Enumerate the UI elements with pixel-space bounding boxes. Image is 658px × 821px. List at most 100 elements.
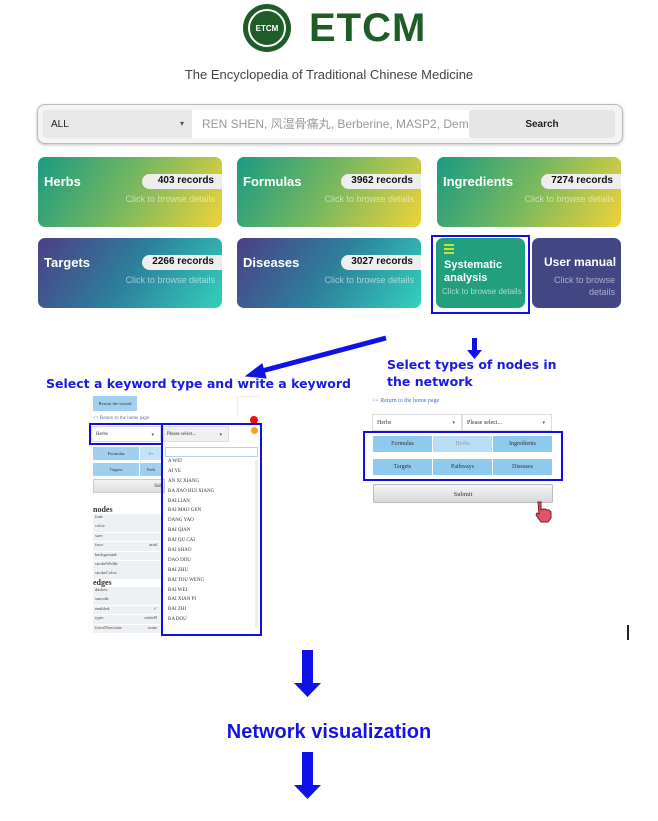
card-ingredients[interactable]: Ingredients 7274 records Click to browse… <box>437 157 621 227</box>
submit-button[interactable]: Sub <box>93 479 165 493</box>
dropdown-option[interactable]: BAI QIAN <box>168 528 191 534</box>
property-row: font: <box>93 514 161 523</box>
node-type-tab[interactable]: He <box>140 447 162 460</box>
dropdown-option[interactable]: BAI LIAN <box>168 498 190 504</box>
arrow-down-1-head-icon <box>294 683 321 697</box>
arrow-down-small-icon <box>472 338 477 351</box>
node-type-tab[interactable]: Formulas <box>93 447 139 460</box>
logo-title: ETCM <box>309 6 427 50</box>
property-value[interactable]: cubicB <box>144 615 157 621</box>
dropdown-option[interactable]: AI YE <box>168 468 182 474</box>
highlight-frame <box>161 423 262 636</box>
node-type-toggle[interactable]: Targets <box>373 459 432 475</box>
menu-icon <box>444 244 454 256</box>
property-row: type: cubicB <box>93 615 161 624</box>
dropdown-option[interactable]: BAI QU CAI <box>168 538 195 544</box>
chevron-down-icon: ▾ <box>452 421 455 426</box>
property-label: strokeWidth: <box>95 561 119 566</box>
logo-badge: ETCM <box>248 9 286 47</box>
property-label: size: <box>95 532 104 538</box>
return-home-link[interactable]: << Return to the home page <box>93 416 150 421</box>
card-title: Herbs <box>44 174 81 189</box>
dropdown-search-input[interactable] <box>165 447 258 457</box>
node-type-toggle[interactable]: Herbs <box>433 436 492 452</box>
dropdown-option[interactable]: BAI ZHU <box>168 567 189 573</box>
dropdown-option[interactable]: A WEI <box>168 459 182 464</box>
card-title: Targets <box>44 255 90 270</box>
text-cursor <box>627 625 629 640</box>
node-type-toggle[interactable]: Pathways <box>433 459 492 475</box>
property-value[interactable]: arial <box>149 542 157 548</box>
dropdown-option[interactable]: BAI SHAO <box>168 548 192 554</box>
property-label: type: <box>95 615 104 621</box>
property-label: face: <box>95 542 104 548</box>
property-value[interactable]: none <box>148 624 157 630</box>
hand-pointer-icon <box>535 501 552 523</box>
restart-wizard-button[interactable]: Restart the wizard <box>93 396 137 411</box>
network-node[interactable] <box>250 416 258 424</box>
property-label: background: <box>95 551 118 557</box>
property-row: strokeColor: <box>93 570 161 579</box>
nodes-heading: nodes <box>93 505 113 514</box>
node-type-toggle[interactable]: Formulas <box>373 436 432 452</box>
dropdown-option[interactable]: BAI WEI <box>168 587 188 593</box>
property-label: forceDirection: <box>95 624 123 630</box>
chevron-down-icon: ▾ <box>219 433 222 438</box>
search-category-select[interactable]: ALL▾ <box>43 110 192 138</box>
node-type-toggle[interactable]: Diseases <box>493 459 552 475</box>
property-label: enabled: <box>95 605 111 611</box>
property-row: smooth: <box>93 596 161 605</box>
keyword-type-select[interactable]: Herbs▾ <box>372 414 462 431</box>
property-row: color: <box>93 523 161 532</box>
property-value[interactable]: ✓ <box>153 605 157 611</box>
arrow-down-1-icon <box>302 650 313 683</box>
dropdown-option[interactable]: AN XI XIANG <box>168 478 200 484</box>
dropdown-option[interactable]: DAO DOU <box>168 557 191 563</box>
property-label: smooth: <box>95 596 110 602</box>
property-row: strokeWidth: <box>93 561 161 570</box>
edges-heading: edges <box>93 578 112 587</box>
dropdown-option[interactable]: BA JIAO HUI XIANG <box>168 488 215 494</box>
return-home-link[interactable]: << Return to the home page <box>372 398 440 404</box>
property-label: font: <box>95 514 104 519</box>
keyword-select[interactable]: Please select...▾ <box>462 414 552 431</box>
node-type-tab[interactable]: Targets <box>93 463 139 476</box>
instruction-keyword: Select a keyword type and write a keywor… <box>46 376 351 391</box>
node-type-toggle[interactable]: Ingredients <box>493 436 552 452</box>
card-user-manual[interactable]: User manual Click to browse details <box>532 238 621 308</box>
property-row: face: arial <box>93 542 161 551</box>
property-row: dashes: <box>93 587 161 596</box>
keyword-select[interactable]: Please select...▾ <box>163 426 229 442</box>
search-input[interactable] <box>192 110 469 138</box>
card-targets[interactable]: Targets 2266 records Click to browse det… <box>38 238 222 308</box>
network-node[interactable] <box>251 427 258 434</box>
keyword-type-select[interactable]: Herbs▾ <box>91 426 161 442</box>
highlight-frame <box>431 235 530 314</box>
card-formulas[interactable]: Formulas 3962 records Click to browse de… <box>237 157 421 227</box>
node-type-tab[interactable]: Path <box>140 463 162 476</box>
site-subtitle: The Encyclopedia of Traditional Chinese … <box>184 67 474 82</box>
arrow-diagonal-icon <box>257 335 387 375</box>
records-badge: 7274 records <box>541 174 621 189</box>
property-label: color: <box>95 523 106 529</box>
dropdown-option[interactable]: DANG YAO <box>168 518 194 524</box>
submit-button[interactable]: Submit <box>373 484 553 503</box>
search-button[interactable]: Search <box>469 110 615 138</box>
card-diseases[interactable]: Diseases 3027 records Click to browse de… <box>237 238 421 308</box>
dropdown-option[interactable]: BA DOU <box>168 617 187 623</box>
card-hint: Click to browse details <box>125 194 215 204</box>
property-row: enabled: ✓ <box>93 605 161 615</box>
network-canvas <box>237 396 259 418</box>
card-systematic-analysis[interactable]: Systematic analysis Click to browse deta… <box>436 238 525 308</box>
arrow-down-2-head-icon <box>294 785 321 799</box>
property-row: forceDirection: none <box>93 624 161 634</box>
card-herbs[interactable]: Herbs 403 records Click to browse detail… <box>38 157 222 227</box>
dropdown-option[interactable]: BAI TOU WENG <box>168 577 205 583</box>
dropdown-option[interactable]: BAI MAO GEN <box>168 508 202 514</box>
card-hint: Click to browse details <box>553 275 615 297</box>
dropdown-option[interactable]: BAI ZHI <box>168 607 187 613</box>
card-hint: Click to browse details <box>125 275 215 285</box>
highlight-frame <box>363 431 563 481</box>
dropdown-scrollbar[interactable] <box>255 460 258 628</box>
dropdown-option[interactable]: BAI XIAN PI <box>168 597 197 603</box>
